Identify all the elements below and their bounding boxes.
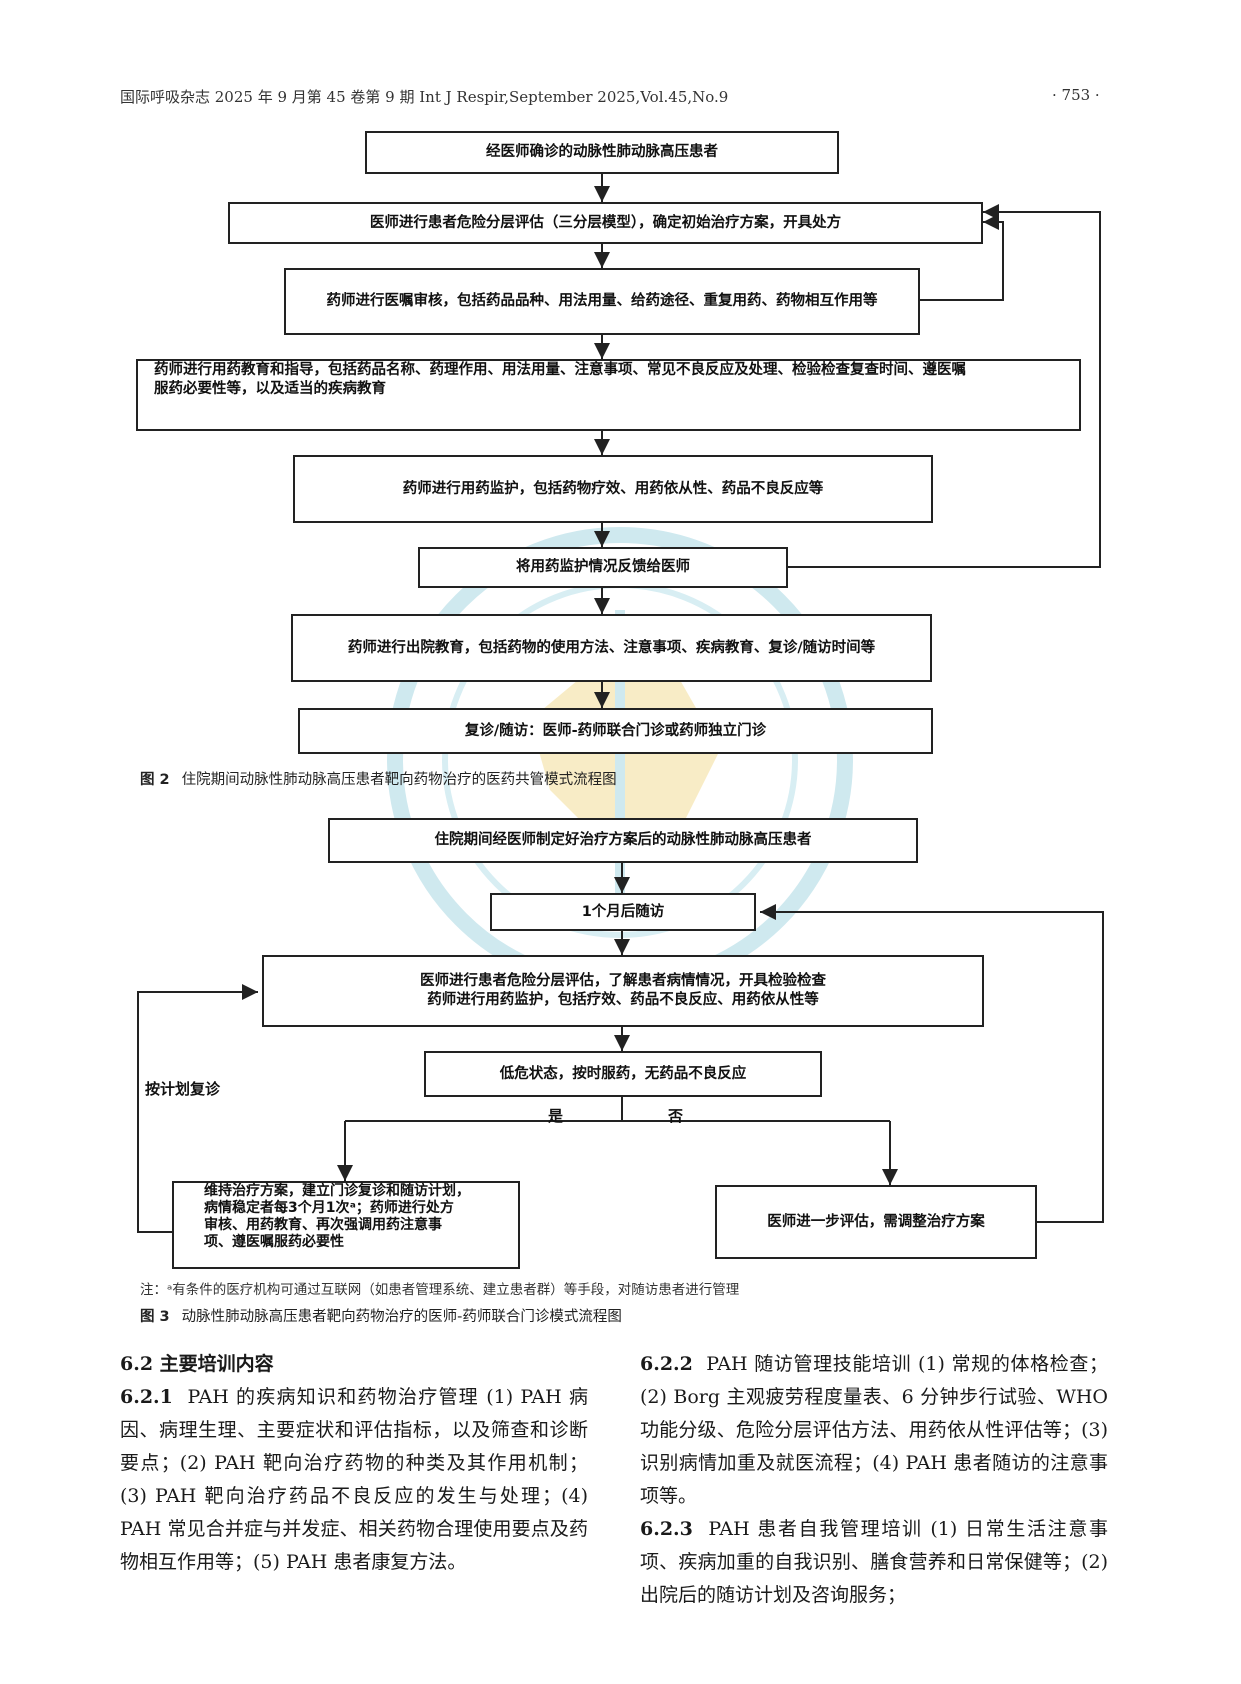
figure2-caption-number: 图 2 — [140, 772, 170, 788]
body-left-column: 6.2 主要培训内容 6.2.1 PAH 的疾病知识和药物治疗管理 (1) PA… — [120, 1348, 588, 1579]
body-right-column: 6.2.2 PAH 随访管理技能培训 (1) 常规的体格检查；(2) Borg … — [640, 1348, 1108, 1612]
fig2-box-follow-up-clinic: 复诊/随访：医师-药师联合门诊或药师独立门诊 — [298, 708, 933, 754]
running-header: 国际呼吸杂志 2025 年 9 月第 45 卷第 9 期 Int J Respi… — [120, 88, 729, 106]
section-6-2-2-number: 6.2.2 — [640, 1353, 693, 1375]
figure2-caption-text: 住院期间动脉性肺动脉高压患者靶向药物治疗的医药共管模式流程图 — [181, 772, 617, 788]
page-number: · 753 · — [1052, 86, 1100, 104]
fig3-box-maintain-plan-line2: 病情稳定者每3个月1次ᵃ；药师进行处方 — [204, 1200, 454, 1216]
fig3-box-low-risk-check: 低危状态，按时服药，无药品不良反应 — [424, 1051, 822, 1097]
figure2-caption: 图 2 住院期间动脉性肺动脉高压患者靶向药物治疗的医药共管模式流程图 — [140, 768, 617, 789]
fig3-box-one-month-followup: 1个月后随访 — [490, 893, 756, 931]
fig3-box-inpatient-patient: 住院期间经医师制定好治疗方案后的动脉性肺动脉高压患者 — [328, 818, 918, 863]
section-6-2-3-text: PAH 患者自我管理培训 (1) 日常生活注意事项、疾病加重的自我识别、膳食营养… — [640, 1518, 1108, 1606]
figure3-note: 注：ᵃ有条件的医疗机构可通过互联网（如患者管理系统、建立患者群）等手段，对随访患… — [140, 1282, 740, 1298]
fig3-box-maintain-plan: 维持治疗方案，建立门诊复诊和随访计划， 病情稳定者每3个月1次ᵃ；药师进行处方 … — [172, 1181, 520, 1269]
fig2-box-discharge-education: 药师进行出院教育，包括药物的使用方法、注意事项、疾病教育、复诊/随访时间等 — [291, 614, 932, 682]
figure3-caption-number: 图 3 — [140, 1309, 170, 1325]
fig2-box-order-review: 药师进行医嘱审核，包括药品品种、用法用量、给药途径、重复用药、药物相互作用等 — [284, 268, 920, 335]
fig2-box-confirmed-patient: 经医师确诊的动脉性肺动脉高压患者 — [365, 131, 839, 174]
fig3-box-adjust-plan: 医师进一步评估，需调整治疗方案 — [715, 1185, 1037, 1259]
figure3-caption-text: 动脉性肺动脉高压患者靶向药物治疗的医师-药师联合门诊模式流程图 — [181, 1309, 622, 1325]
section-6-2-3-number: 6.2.3 — [640, 1518, 693, 1540]
fig3-label-scheduled-revisit: 按计划复诊 — [145, 1080, 221, 1098]
fig2-box-risk-stratification: 医师进行患者危险分层评估（三分层模型），确定初始治疗方案，开具处方 — [228, 202, 983, 244]
section-6-2-1-number: 6.2.1 — [120, 1386, 173, 1408]
section-6-2-1-text: PAH 的疾病知识和药物治疗管理 (1) PAH 病因、病理生理、主要症状和评估… — [120, 1386, 588, 1573]
fig3-box-assessment-line2: 药师进行用药监护，包括疗效、药品不良反应、用药依从性等 — [427, 992, 819, 1008]
fig3-box-maintain-plan-line1: 维持治疗方案，建立门诊复诊和随访计划， — [204, 1183, 470, 1199]
fig2-box-medication-education-line2: 服药必要性等，以及适当的疾病教育 — [154, 381, 386, 397]
fig3-box-maintain-plan-line3: 审核、用药教育、再次强调用药注意事 — [204, 1217, 442, 1233]
fig3-box-assessment-line1: 医师进行患者危险分层评估，了解患者病情情况，开具检验检查 — [420, 973, 826, 989]
flowchart-connectors — [137, 174, 1104, 1233]
fig2-box-feedback: 将用药监护情况反馈给医师 — [418, 547, 788, 588]
fig3-label-no: 否 — [668, 1107, 684, 1125]
section-6-2-heading: 6.2 主要培训内容 — [120, 1353, 274, 1375]
figure3-caption: 图 3 动脉性肺动脉高压患者靶向药物治疗的医师-药师联合门诊模式流程图 — [140, 1305, 622, 1326]
fig2-box-medication-education: 药师进行用药教育和指导，包括药品名称、药理作用、用法用量、注意事项、常见不良反应… — [136, 359, 1081, 431]
fig2-box-monitoring: 药师进行用药监护，包括药物疗效、用药依从性、药品不良反应等 — [293, 455, 933, 523]
fig3-box-maintain-plan-line4: 项、遵医嘱服药必要性 — [204, 1234, 344, 1250]
fig3-box-assessment: 医师进行患者危险分层评估，了解患者病情情况，开具检验检查 药师进行用药监护，包括… — [262, 955, 984, 1027]
fig3-label-yes: 是 — [548, 1107, 564, 1125]
section-6-2-2-text: PAH 随访管理技能培训 (1) 常规的体格检查；(2) Borg 主观疲劳程度… — [640, 1353, 1108, 1507]
fig2-box-medication-education-line1: 药师进行用药教育和指导，包括药品名称、药理作用、用法用量、注意事项、常见不良反应… — [154, 362, 966, 378]
